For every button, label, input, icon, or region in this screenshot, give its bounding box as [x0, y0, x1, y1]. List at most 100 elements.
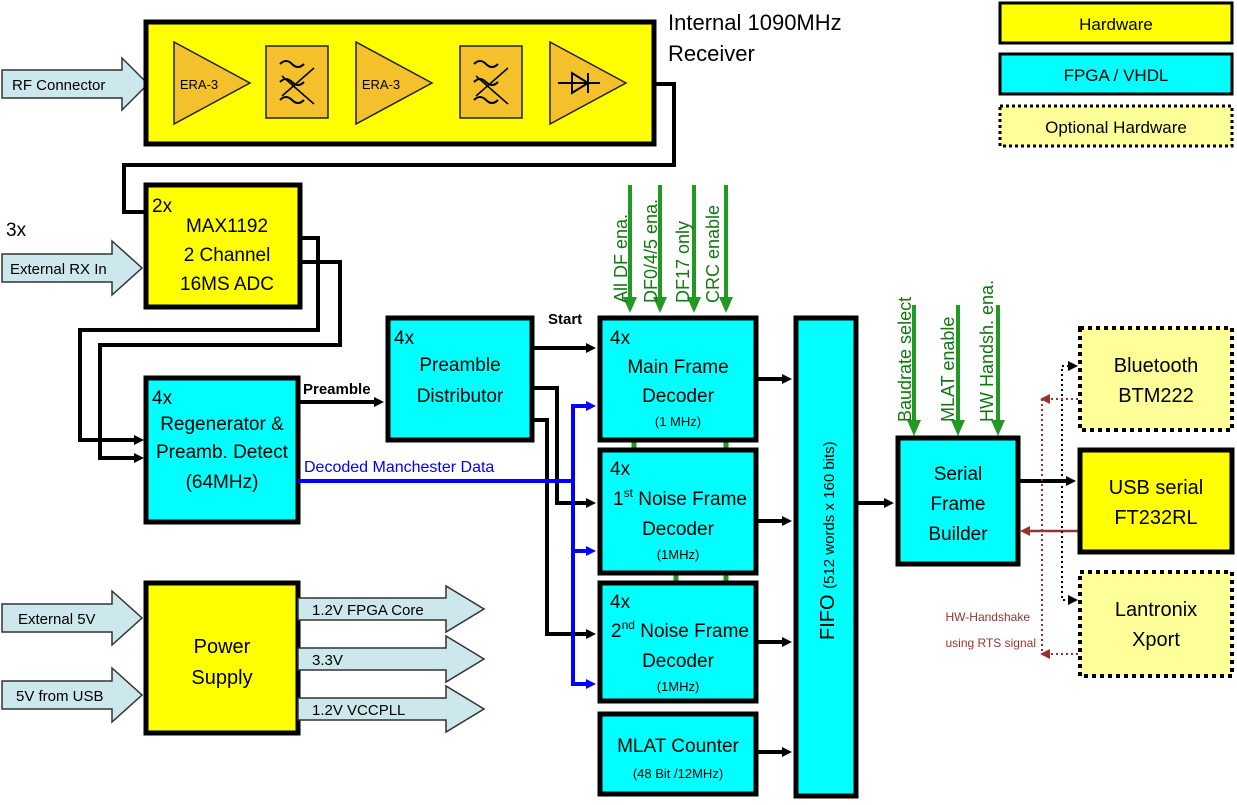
- legend-optional-label: Optional Hardware: [1045, 118, 1187, 137]
- amplifier-icon: [355, 40, 434, 126]
- filter-icon: [459, 45, 523, 119]
- fifo-label: FIFO (512 words x 160 bits): [817, 441, 839, 640]
- mlat-counter-block: [597, 711, 759, 797]
- adc-line3: 16MS ADC: [180, 274, 274, 295]
- distributor-block: [385, 315, 535, 443]
- bluetooth-line1: Bluetooth: [1114, 355, 1199, 377]
- serial-builder-block: [895, 435, 1021, 567]
- builder-to-bluetooth-line: [1061, 361, 1078, 481]
- external-rx-arrow: [1, 239, 144, 297]
- mlat-counter-line1: MLAT Counter: [617, 736, 739, 757]
- legend-hardware-label: Hardware: [1079, 15, 1153, 34]
- handshake-label-line2: using RTS signal: [946, 636, 1037, 650]
- adc-to-regenerator-line: [78, 236, 320, 445]
- control-label: HW Handsh. ena.: [977, 280, 997, 422]
- usb-serial-line1: USB serial: [1109, 477, 1203, 499]
- usb-serial-block: [1077, 447, 1235, 555]
- bluetooth-block: [1078, 326, 1234, 432]
- noise1-decoder-block: [597, 447, 759, 576]
- usb-5v-label: 5V from USB: [16, 688, 104, 705]
- main-decoder-count: 4x: [610, 328, 631, 349]
- distributor-line2: Distributor: [417, 386, 504, 407]
- fifo-block: [793, 315, 859, 799]
- usb-5v-arrow: [1, 666, 144, 724]
- noise1-decoder-line1: 1st Noise Frame: [613, 486, 747, 510]
- adc-line2: 2 Channel: [184, 245, 271, 266]
- noise1-decoder-count: 4x: [610, 459, 631, 480]
- regenerator-line1: Regenerator &: [160, 414, 284, 435]
- builder-controls: Baudrate select MLAT enable HW Handsh. e…: [895, 280, 1005, 436]
- main-decoder-line1: Main Frame: [627, 357, 728, 378]
- external-rx-label: External RX In: [10, 261, 107, 278]
- bluetooth-line2: BTM222: [1118, 385, 1194, 407]
- decoded-data-line: [571, 551, 596, 689]
- regenerator-line3: (64MHz): [186, 472, 259, 493]
- control-label: MLAT enable: [938, 317, 958, 422]
- noise1-decoder-line2: Decoder: [642, 519, 714, 540]
- mlat-counter-line2: (48 Bit /12MHz): [633, 766, 723, 781]
- regenerator-block: [143, 375, 301, 525]
- power-supply-line1: Power: [194, 636, 251, 658]
- adc-count: 2x: [152, 196, 173, 217]
- usb-serial-line2: FT232RL: [1114, 507, 1197, 529]
- preamble-signal-label: Preamble: [303, 381, 371, 398]
- filter-icon: [265, 45, 329, 119]
- decoded-data-line: [571, 481, 596, 556]
- distributor-count: 4x: [394, 328, 415, 349]
- legend-fpga-label: FPGA / VHDL: [1064, 66, 1169, 85]
- builder-to-lantronix-line: [1061, 481, 1078, 605]
- legend-hardware-swatch: [998, 1, 1234, 45]
- power-output-arrow: [297, 634, 486, 684]
- regenerator-count: 4x: [152, 388, 173, 409]
- serial-builder-line1: Serial: [934, 464, 983, 485]
- start-signal-line: [532, 418, 596, 639]
- power-output-arrow: [297, 584, 486, 634]
- start-signal-label: Start: [548, 311, 582, 328]
- control-label: Baudrate select: [895, 297, 915, 422]
- rf-connector-label: RF Connector: [12, 77, 105, 94]
- detector-diode-icon: [549, 40, 628, 126]
- power-output-arrow: [297, 684, 486, 734]
- power-supply-line2: Supply: [191, 667, 252, 689]
- serial-builder-line3: Builder: [928, 524, 988, 545]
- control-label: DF17 only: [673, 221, 693, 303]
- amplifier-icon: [173, 40, 252, 126]
- control-label: All DF ena.: [611, 214, 631, 303]
- receiver-title-line1: Internal 1090MHz: [668, 10, 842, 35]
- main-decoder-line2: Decoder: [642, 386, 714, 407]
- external-rx-prefix: 3x: [6, 220, 27, 241]
- adc-line1: MAX1192: [186, 216, 268, 237]
- decoded-data-line: [298, 401, 596, 483]
- decoded-data-label: Decoded Manchester Data: [304, 459, 494, 476]
- control-label: CRC enable: [703, 205, 723, 303]
- legend: Hardware FPGA / VHDL Optional Hardware: [998, 1, 1234, 148]
- lantronix-line2: Xport: [1132, 629, 1180, 651]
- main-decoder-block: [597, 315, 759, 443]
- external-5v-label: External 5V: [18, 611, 96, 628]
- legend-optional-swatch: [998, 104, 1234, 148]
- lantronix-block: [1078, 570, 1234, 678]
- receiver-to-adc-line: [122, 82, 676, 214]
- legend-fpga-swatch: [998, 52, 1234, 96]
- serial-builder-line2: Frame: [931, 494, 986, 515]
- amplifier-label: ERA-3: [362, 77, 400, 92]
- power-output-label: 3.3V: [312, 652, 343, 669]
- handshake-label-line1: HW-Handshake: [946, 610, 1031, 624]
- noise2-decoder-count: 4x: [610, 592, 631, 613]
- noise1-decoder-line3: (1MHz): [657, 547, 700, 562]
- main-decoder-line3: (1 MHz): [655, 414, 701, 429]
- adc-to-regenerator-line: [98, 260, 342, 463]
- adc-block: [143, 182, 303, 310]
- distributor-line1: Preamble: [419, 355, 500, 376]
- noise2-decoder-block: [597, 580, 759, 704]
- power-output-label: 1.2V VCCPLL: [312, 702, 405, 719]
- receiver-title-line2: Receiver: [668, 41, 755, 66]
- rf-connector-arrow: [1, 56, 150, 112]
- external-5v-arrow: [1, 589, 144, 647]
- noise2-decoder-line1: 2nd Noise Frame: [611, 618, 749, 642]
- decoder-controls: All DF ena. DF0/4/5 ena. DF17 only CRC e…: [611, 185, 733, 313]
- power-output-label: 1.2V FPGA Core: [312, 602, 424, 619]
- regenerator-line2: Preamb. Detect: [156, 442, 289, 463]
- noise2-decoder-line3: (1MHz): [657, 679, 700, 694]
- noise2-decoder-line2: Decoder: [642, 651, 714, 672]
